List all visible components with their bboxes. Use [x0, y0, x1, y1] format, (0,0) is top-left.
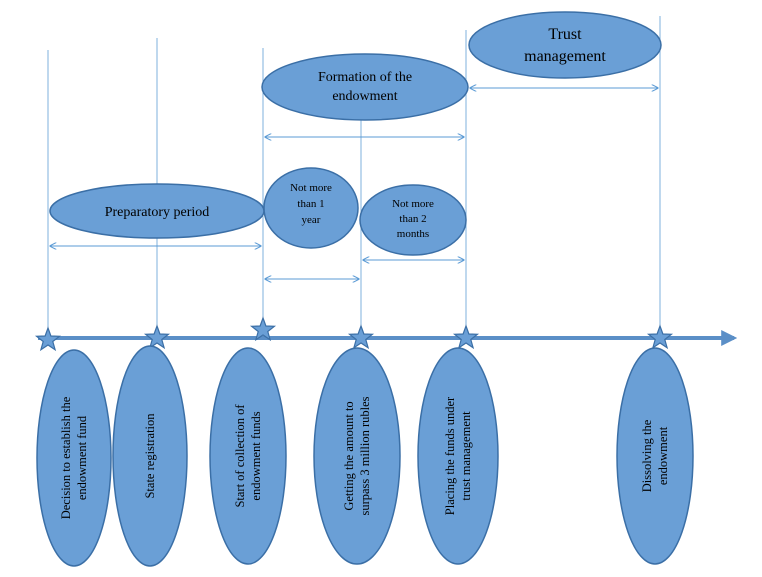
- period-trust-line-2: management: [524, 48, 606, 65]
- period-not-more-than-1-year: Not more than 1 year: [263, 167, 359, 249]
- period-formation: Formation of the endowment: [261, 53, 469, 121]
- milestone-collection: Start of collection of endowment funds: [209, 347, 287, 565]
- milestone-registration: State registration: [112, 345, 188, 567]
- star-icon-placing: [452, 324, 480, 350]
- milestone-placing-line-2: trust management: [459, 411, 473, 501]
- period-months-line-2: than 2: [399, 213, 426, 225]
- period-months-line-1: Not more: [392, 198, 434, 210]
- period-year-line-3: year: [302, 214, 321, 226]
- period-formation-line-2: endowment: [332, 89, 397, 104]
- period-year-line-1: Not more: [290, 182, 332, 194]
- milestone-amount: Getting the amount to surpass 3 million …: [313, 347, 401, 565]
- star-icon-dissolving: [646, 324, 674, 350]
- milestone-registration-line-1: State registration: [143, 413, 157, 499]
- period-preparatory-label: Preparatory period: [105, 205, 210, 220]
- milestone-placing: Placing the funds under trust management: [417, 347, 499, 565]
- period-months-line-3: months: [397, 228, 429, 240]
- milestone-decision-line-2: endowment fund: [75, 415, 89, 500]
- period-trust-management: Trust management: [468, 11, 662, 79]
- milestone-collection-line-1: Start of collection of: [233, 404, 247, 508]
- milestone-stars: [34, 316, 674, 352]
- milestone-decision-line-1: Decision to establish the: [59, 396, 73, 519]
- star-icon-decision: [34, 326, 62, 352]
- milestone-placing-line-1: Placing the funds under: [443, 396, 457, 515]
- star-icon-collection: [249, 316, 277, 342]
- period-preparatory: Preparatory period: [49, 183, 265, 239]
- period-year-line-2: than 1: [297, 198, 324, 210]
- period-formation-line-1: Formation of the: [318, 70, 412, 85]
- period-trust-line-1: Trust: [548, 26, 582, 43]
- milestone-collection-line-2: endowment funds: [249, 411, 263, 500]
- period-not-more-than-2-months: Not more than 2 months: [359, 184, 467, 256]
- milestone-amount-line-2: surpass 3 million rubles: [358, 396, 372, 515]
- star-icon-amount: [347, 324, 375, 350]
- milestone-dissolving: Dissolving the endowment: [616, 347, 694, 565]
- milestone-dissolving-line-1: Dissolving the: [640, 419, 654, 492]
- milestone-decision: Decision to establish the endowment fund: [36, 349, 112, 567]
- milestone-dissolving-line-2: endowment: [656, 426, 670, 485]
- star-icon-registration: [143, 324, 171, 350]
- milestone-amount-line-1: Getting the amount to: [342, 401, 356, 510]
